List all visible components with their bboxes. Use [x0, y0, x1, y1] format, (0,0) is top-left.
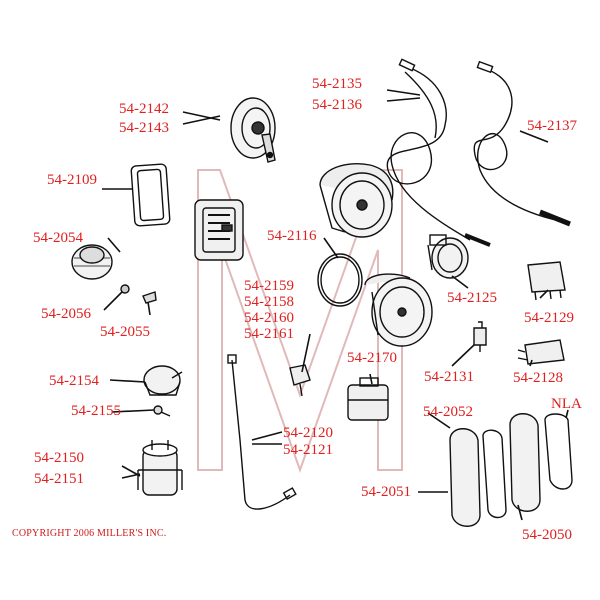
battery-cable-part: [227, 354, 297, 510]
label-nla: NLA: [551, 396, 582, 412]
label-54-2116: 54-2116: [267, 228, 317, 244]
small-gauge-part: [427, 234, 469, 279]
label-54-2137: 54-2137: [527, 118, 577, 134]
label-54-2121: 54-2121: [283, 442, 333, 458]
tail-lamp-part: [449, 428, 507, 527]
copyright-text: COPYRIGHT 2006 MILLER'S INC.: [12, 528, 167, 539]
voltage-regulator-part: [347, 377, 389, 421]
condenser-cover-part: [143, 365, 183, 396]
ignition-coil-part: [137, 440, 183, 496]
gasket-part: [130, 163, 171, 227]
clip-part: [153, 405, 171, 417]
flasher-part: [517, 339, 565, 365]
label-54-2052: 54-2052: [423, 404, 473, 420]
label-54-2109: 54-2109: [47, 172, 97, 188]
horn-part: [230, 97, 276, 163]
label-54-2154: 54-2154: [49, 373, 99, 389]
speedometer-gauge-part: [319, 163, 394, 238]
label-54-2150: 54-2150: [34, 450, 84, 466]
regulator-part: [194, 199, 244, 261]
watermark-m: [197, 169, 403, 473]
label-54-2161: 54-2161: [244, 326, 294, 342]
tail-lamp-lens-part: [509, 413, 573, 512]
label-54-2170: 54-2170: [347, 350, 397, 366]
label-54-2128: 54-2128: [513, 370, 563, 386]
label-54-2129: 54-2129: [524, 310, 574, 326]
label-54-2050: 54-2050: [522, 527, 572, 543]
label-54-2055: 54-2055: [100, 324, 150, 340]
bolt-part: [142, 291, 157, 304]
label-54-2054: 54-2054: [33, 230, 83, 246]
nut-part: [120, 284, 130, 294]
bezel-ring-part: [317, 253, 363, 307]
label-54-2143: 54-2143: [119, 120, 169, 136]
speedometer-cable-part: [386, 58, 491, 247]
label-54-2125: 54-2125: [447, 290, 497, 306]
label-54-2151: 54-2151: [34, 471, 84, 487]
label-54-2056: 54-2056: [41, 306, 91, 322]
tachometer-cable-part: [473, 60, 571, 227]
connector-part: [289, 364, 311, 397]
label-54-2135: 54-2135: [312, 76, 362, 92]
label-54-2159: 54-2159: [244, 278, 294, 294]
relay-part: [527, 261, 566, 301]
rectifier-part: [71, 244, 113, 280]
label-54-2131: 54-2131: [424, 369, 474, 385]
switch-part: [473, 321, 487, 352]
label-54-2160: 54-2160: [244, 310, 294, 326]
label-54-2120: 54-2120: [283, 425, 333, 441]
label-54-2051: 54-2051: [361, 484, 411, 500]
label-54-2142: 54-2142: [119, 101, 169, 117]
label-54-2136: 54-2136: [312, 97, 362, 113]
leader-lines: [102, 89, 569, 521]
label-54-2155: 54-2155: [71, 403, 121, 419]
label-54-2158: 54-2158: [244, 294, 294, 310]
tachometer-gauge-part: [364, 273, 433, 347]
